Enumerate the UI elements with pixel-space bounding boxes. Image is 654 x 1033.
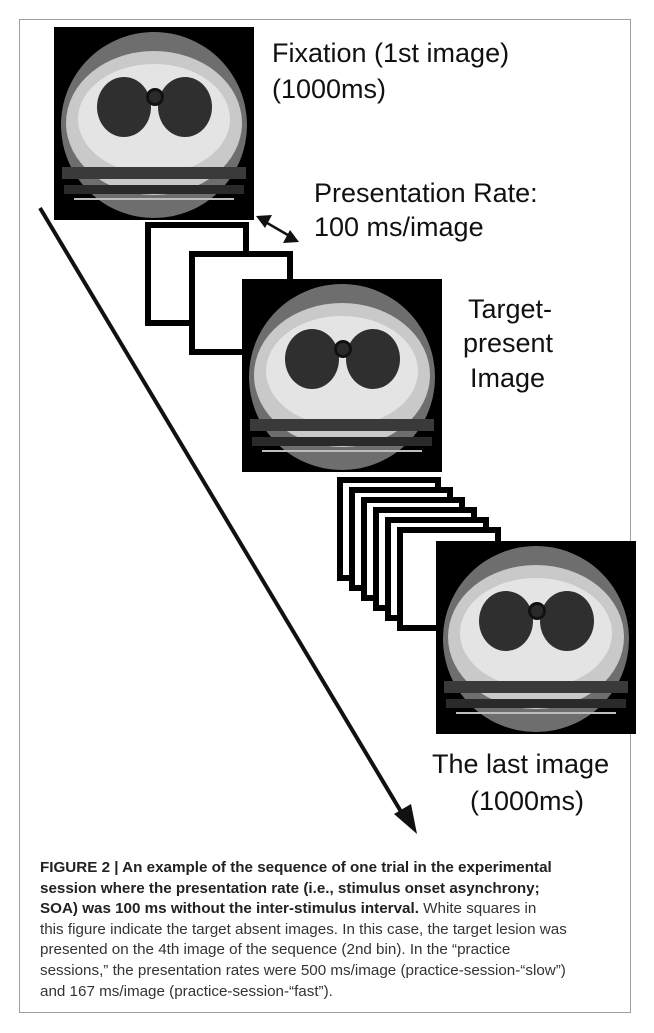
presentation-rate-title: Presentation Rate: <box>314 178 538 208</box>
caption-line: SOA) was 100 ms without the inter-stimul… <box>40 900 537 918</box>
fixation-time-label: (1000ms) <box>272 74 387 104</box>
ct-scan-fixation-image <box>53 26 255 221</box>
caption-line: and 167 ms/image (practice-session-“fast… <box>40 982 333 1000</box>
caption-line: sessions,” the presentation rates were 5… <box>40 961 566 979</box>
presentation-rate-value: 100 ms/image <box>314 212 484 242</box>
caption-line: session where the presentation rate (i.e… <box>40 879 540 897</box>
figure-caption: FIGURE 2 | An example of the sequence of… <box>40 858 620 1002</box>
target-label-line1: Target- <box>468 294 553 324</box>
target-label-line2: present <box>463 328 554 358</box>
double-arrow-icon <box>256 215 299 243</box>
trial-sequence-diagram <box>38 26 637 834</box>
caption-line: FIGURE 2 | An example of the sequence of… <box>40 859 552 876</box>
timeline-arrow-icon <box>38 206 408 822</box>
fixation-label: Fixation (1st image) <box>272 38 510 68</box>
caption-line: this figure indicate the target absent i… <box>40 920 567 938</box>
timeline-arrowhead <box>394 804 417 834</box>
caption-line: presented on the 4th image of the sequen… <box>40 941 511 959</box>
last-image-time-label: (1000ms) <box>470 786 585 816</box>
target-label-line3: Image <box>470 363 546 393</box>
ct-scan-target-image <box>241 278 443 473</box>
last-image-label: The last image <box>432 749 610 779</box>
ct-scan-last-image <box>435 540 637 735</box>
